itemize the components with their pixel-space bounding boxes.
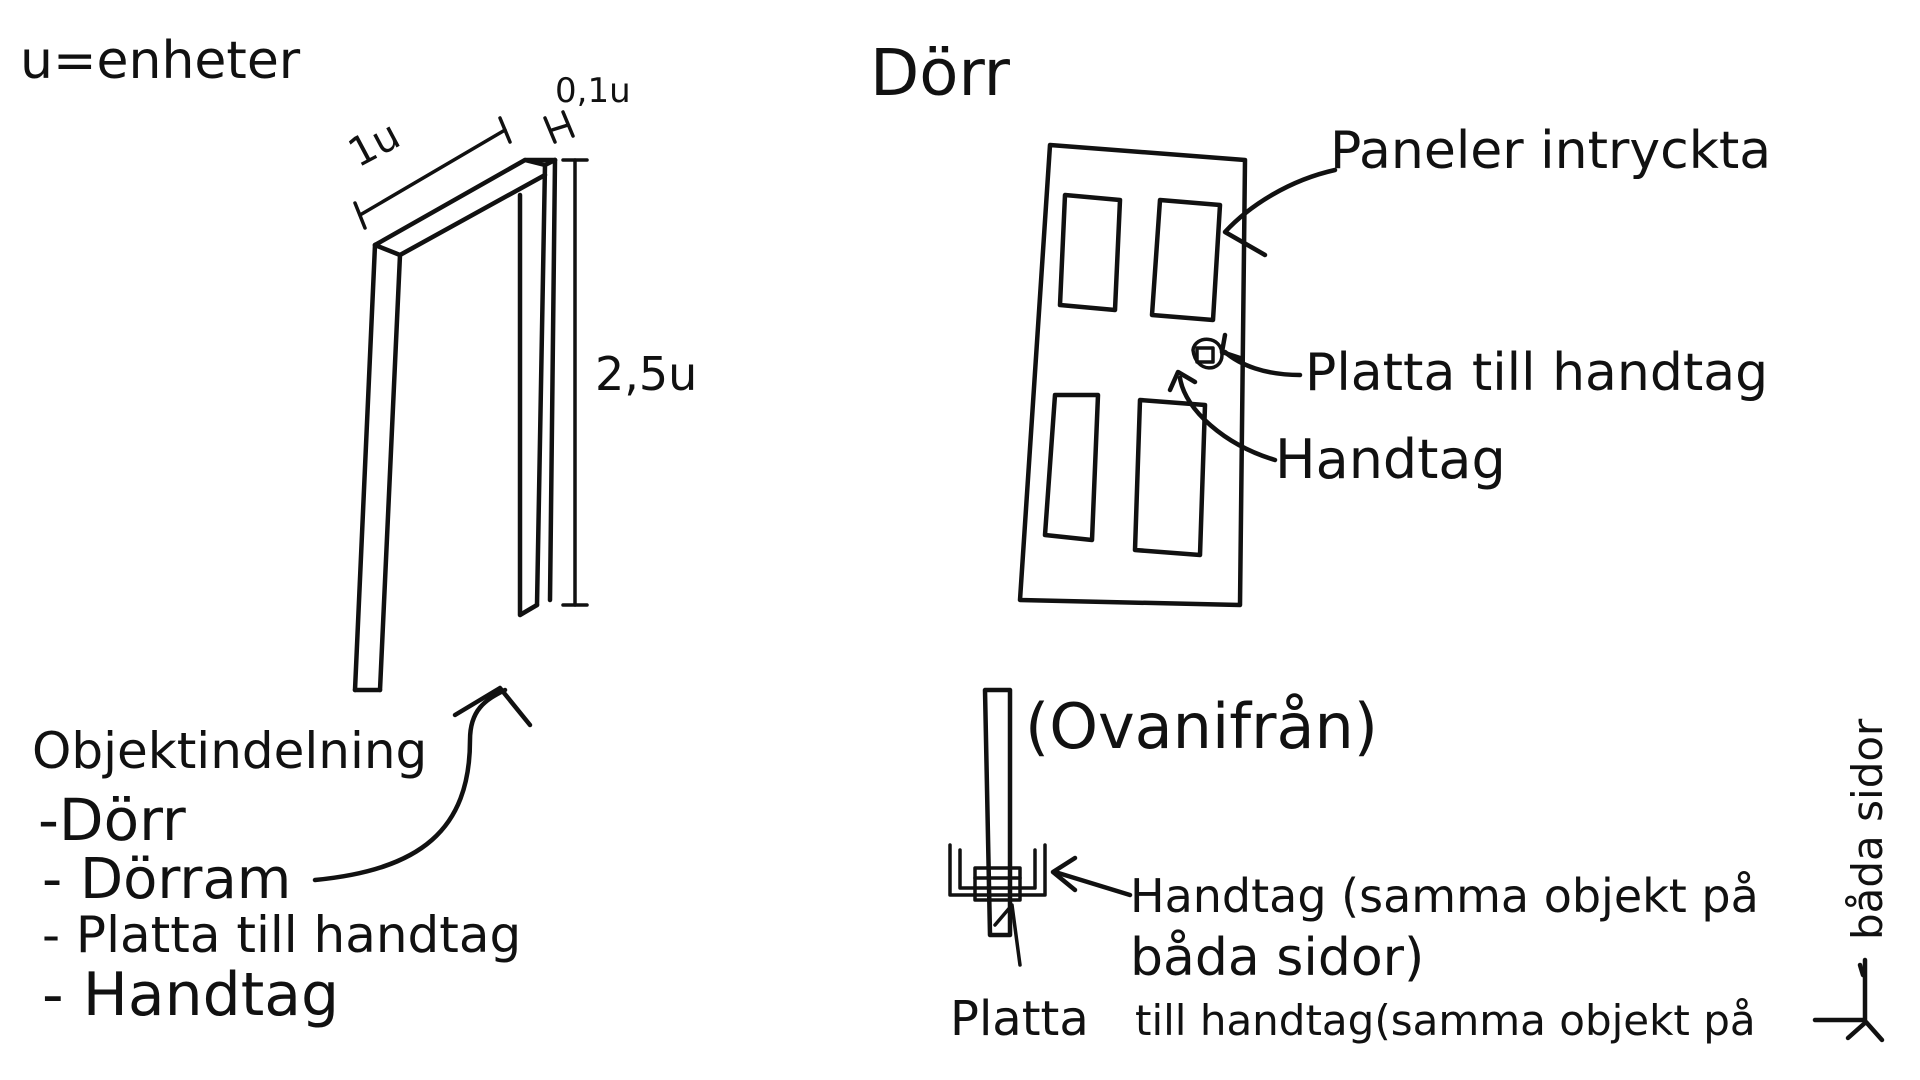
object-list-item: - Handtag xyxy=(42,960,339,1030)
door-plate-label: Platta till handtag xyxy=(1305,343,1768,403)
top-view-plate-note-vertical: båda sidor xyxy=(1843,718,1892,940)
units-note: u=enheter xyxy=(20,31,301,91)
door-frame-drawing xyxy=(355,112,587,690)
frame-height-label: 2,5u xyxy=(595,347,697,401)
object-list-item: - Platta till handtag xyxy=(42,906,521,964)
top-view-handle-note: Handtag (samma objekt på xyxy=(1130,869,1759,923)
top-view-plate-note: till handtag(samma objekt på xyxy=(1135,996,1756,1045)
frame-pointer-arrow xyxy=(315,690,505,880)
top-view-title: (Ovanifrån) xyxy=(1025,690,1378,763)
object-list-item: -Dörr xyxy=(38,786,186,854)
top-view-plate-note: Platta xyxy=(950,991,1089,1047)
door-handle-label: Handtag xyxy=(1275,428,1506,491)
door-title: Dörr xyxy=(870,37,1011,111)
frame-width-label: 1u xyxy=(341,112,407,176)
frame-pointer-arrowhead xyxy=(455,688,530,725)
object-list: Objektindelning -Dörr - Dörram - Platta … xyxy=(32,722,521,1030)
object-list-item: - Dörram xyxy=(42,847,291,912)
object-list-heading: Objektindelning xyxy=(32,722,427,780)
top-view-handle-note: båda sidor) xyxy=(1130,928,1424,988)
door-drawing xyxy=(1020,145,1335,605)
door-panels-label: Paneler intryckta xyxy=(1330,121,1771,181)
frame-depth-label: 0,1u xyxy=(555,71,631,111)
